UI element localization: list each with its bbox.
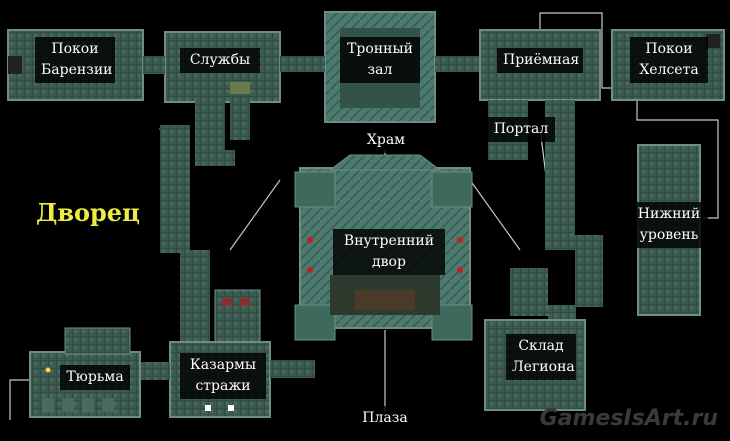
label-throne: Тронный зал [340, 37, 420, 83]
watermark: GamesIsArt.ru [539, 406, 718, 431]
label-hram: Храм [358, 128, 414, 153]
corridor-plaza [270, 360, 315, 378]
label-prison: Тюрьма [60, 365, 130, 390]
label-plaza: Плаза [355, 406, 415, 431]
label-barracks: Казармы стражи [180, 353, 266, 399]
label-helset: Покои Хелсета [630, 37, 708, 83]
label-priemnaya: Приёмная [497, 48, 583, 73]
label-inner: Внутренний двор [333, 229, 445, 275]
label-sluzhby: Службы [180, 48, 260, 73]
label-baren: Покои Барензии [35, 37, 115, 83]
left-corridors [160, 100, 250, 345]
label-portal: Портал [487, 117, 555, 142]
label-lower: Нижний уровень [630, 202, 708, 248]
corridor-top-2 [280, 56, 325, 72]
map-title: Дворец [36, 198, 140, 227]
corridor-top-1 [143, 56, 165, 74]
corridor-prison [140, 362, 170, 380]
label-sklad: Склад Легиона [506, 334, 576, 380]
corridor-top-3 [435, 56, 480, 72]
room-barracks-upper [214, 289, 261, 346]
